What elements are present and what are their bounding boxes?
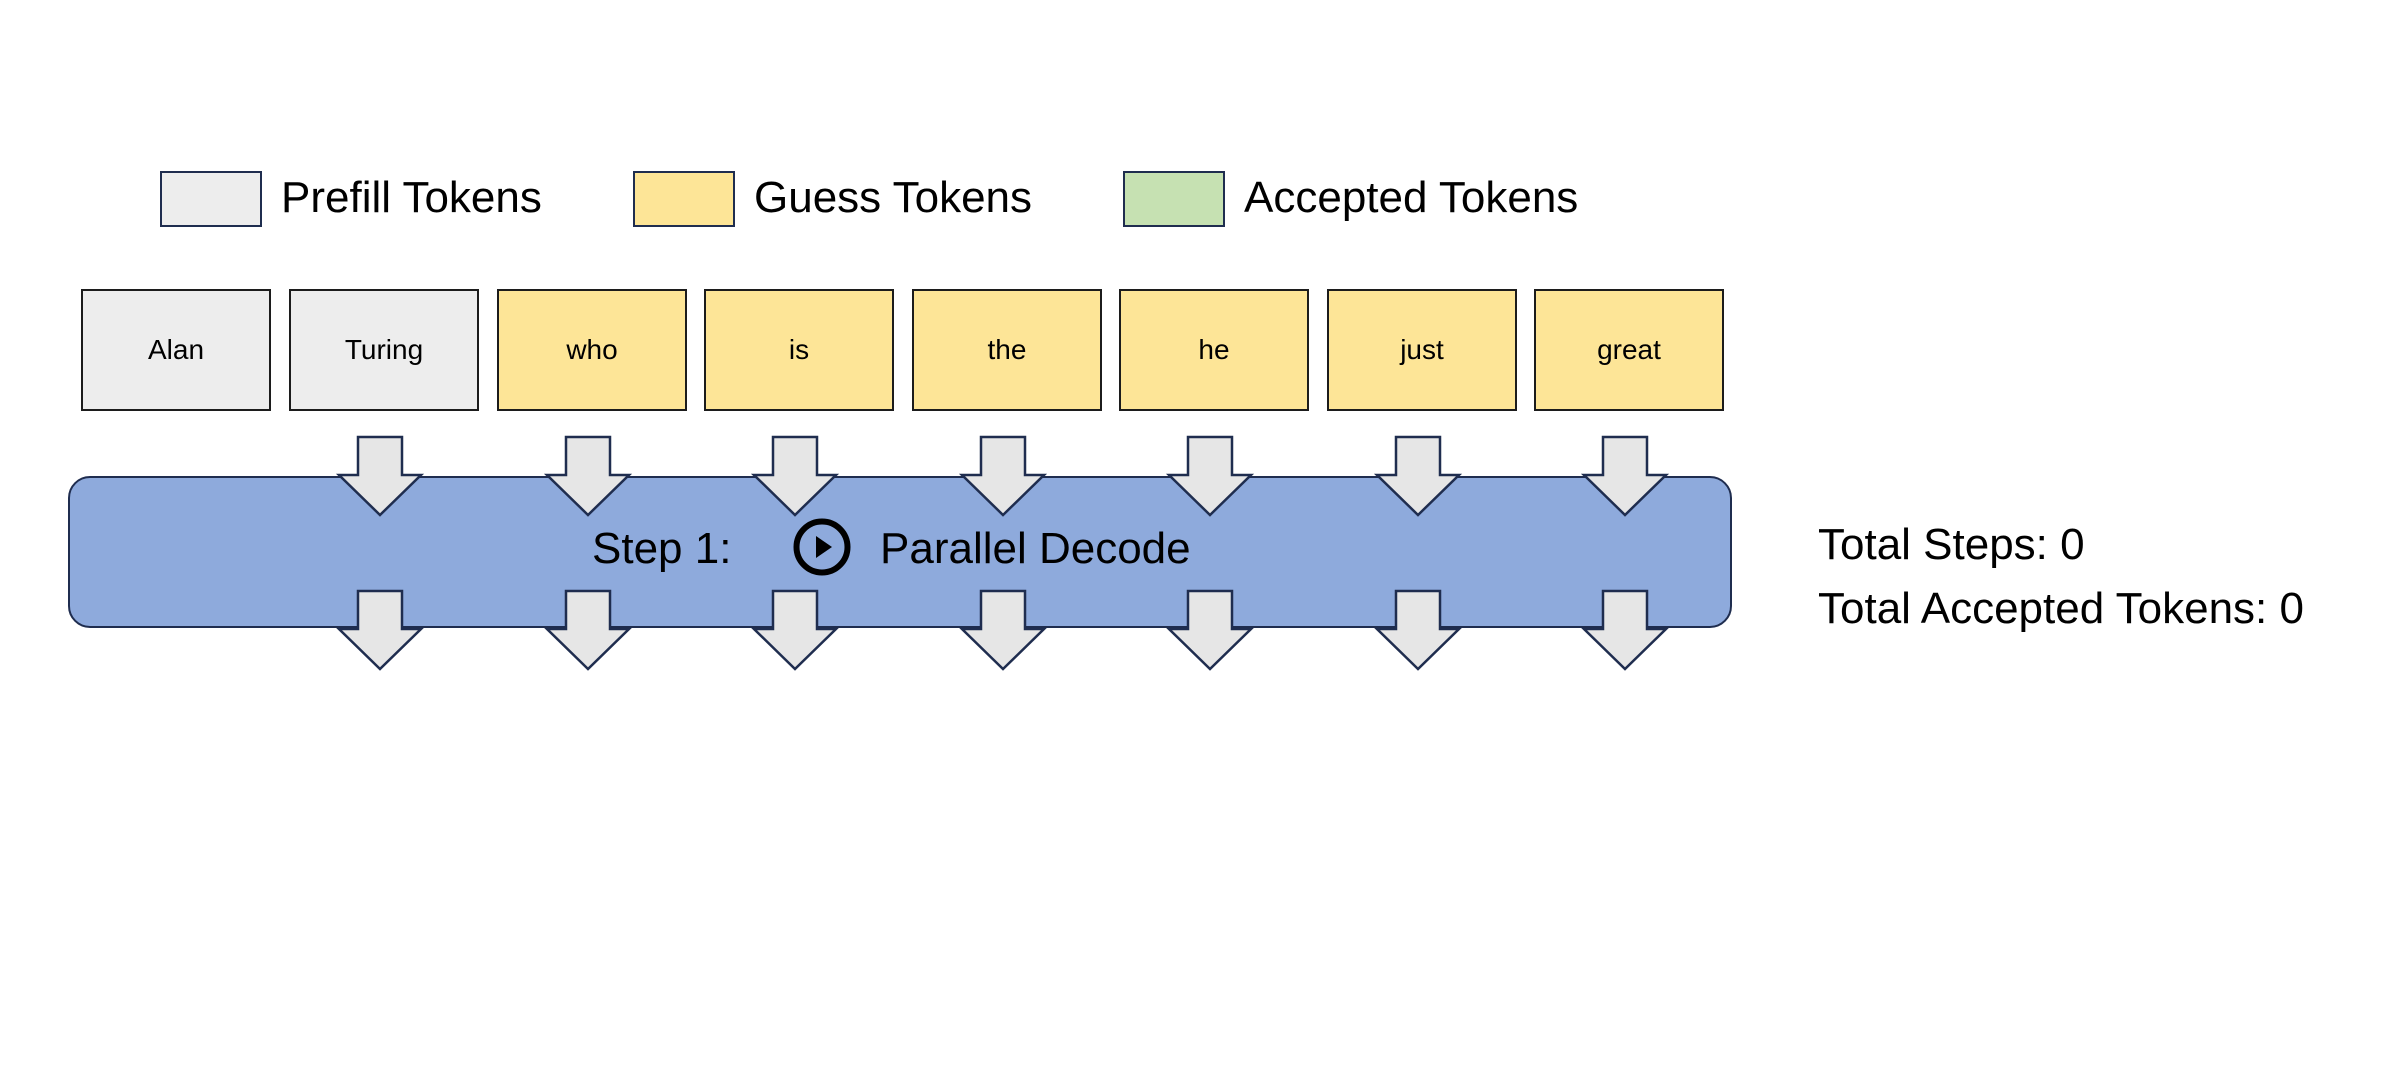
legend-swatch-prefill [160, 171, 262, 227]
legend-label-prefill: Prefill Tokens [281, 173, 542, 222]
token-box: great [1534, 289, 1724, 411]
token-box: is [704, 289, 894, 411]
parallel-decode-bar [68, 476, 1732, 628]
down-arrow-in [1580, 435, 1670, 517]
down-arrow-out [1580, 589, 1670, 671]
down-arrow-in [335, 435, 425, 517]
legend-label-accepted: Accepted Tokens [1244, 173, 1579, 222]
token-box: just [1327, 289, 1517, 411]
down-arrow-in [958, 435, 1048, 517]
legend-label-guess: Guess Tokens [754, 173, 1033, 222]
total-accepted-label: Total Accepted Tokens: 0 [1818, 584, 2304, 633]
token-box: Turing [289, 289, 479, 411]
down-arrow-out [543, 589, 633, 671]
down-arrow-in [750, 435, 840, 517]
legend-swatch-accepted [1123, 171, 1225, 227]
token-box: he [1119, 289, 1309, 411]
play-circle-icon[interactable] [792, 517, 852, 577]
legend-swatch-guess [633, 171, 735, 227]
token-box: who [497, 289, 687, 411]
down-arrow-out [958, 589, 1048, 671]
down-arrow-out [335, 589, 425, 671]
token-box: the [912, 289, 1102, 411]
step-label: Step 1: [592, 524, 732, 573]
parallel-decode-label: Parallel Decode [880, 524, 1191, 573]
down-arrow-out [1373, 589, 1463, 671]
down-arrow-in [1165, 435, 1255, 517]
down-arrow-out [750, 589, 840, 671]
total-steps-label: Total Steps: 0 [1818, 520, 2085, 569]
token-box: Alan [81, 289, 271, 411]
down-arrow-out [1165, 589, 1255, 671]
down-arrow-in [1373, 435, 1463, 517]
down-arrow-in [543, 435, 633, 517]
